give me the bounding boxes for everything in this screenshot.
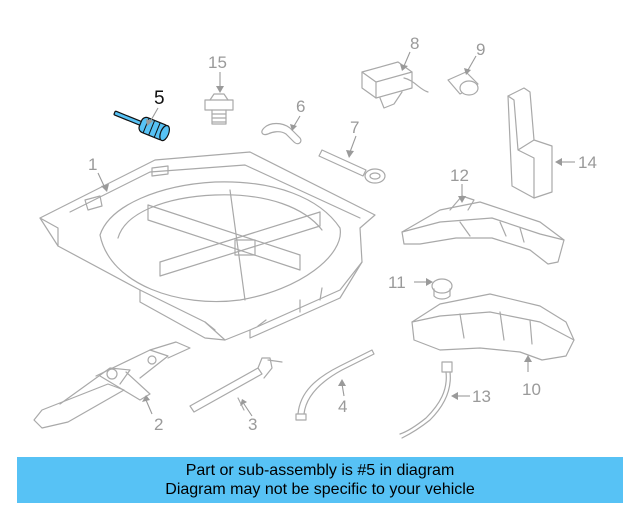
callout-2: 2 bbox=[154, 415, 163, 434]
arrow-4 bbox=[338, 379, 346, 386]
info-banner: Part or sub-assembly is #5 in diagram Di… bbox=[17, 457, 623, 503]
arrow-15 bbox=[216, 86, 224, 93]
arrow-2 bbox=[142, 395, 150, 402]
part-3-jack-handle bbox=[189, 357, 283, 413]
parts-diagram: 1 5 15 6 7 8 bbox=[33, 34, 597, 439]
leader-6 bbox=[293, 115, 301, 127]
part-15-stud bbox=[204, 93, 234, 125]
part-14-foam-block bbox=[507, 87, 553, 199]
callout-6: 6 bbox=[296, 97, 305, 116]
arrow-1 bbox=[101, 184, 109, 192]
arrow-6 bbox=[290, 124, 297, 131]
callout-3: 3 bbox=[248, 415, 257, 434]
callout-9: 9 bbox=[476, 40, 485, 59]
part-4-rod bbox=[295, 349, 375, 421]
banner-line-2: Diagram may not be specific to your vehi… bbox=[165, 481, 475, 498]
callout-15: 15 bbox=[208, 53, 227, 72]
arrow-9 bbox=[464, 68, 471, 75]
arrow-12 bbox=[458, 196, 466, 203]
callout-13: 13 bbox=[472, 387, 491, 406]
part-11-plug bbox=[431, 278, 453, 300]
leader-2 bbox=[145, 399, 153, 415]
leader-7 bbox=[349, 135, 357, 153]
leader-9 bbox=[467, 55, 477, 71]
callout-1: 1 bbox=[88, 155, 97, 174]
callout-5: 5 bbox=[154, 88, 165, 109]
leader-8 bbox=[403, 51, 411, 67]
callout-14: 14 bbox=[578, 153, 597, 172]
callout-7: 7 bbox=[350, 118, 359, 137]
part-1-trunk-tub bbox=[39, 151, 376, 341]
leader-3 bbox=[243, 403, 253, 417]
part-9-cap bbox=[447, 71, 479, 96]
arrow-13 bbox=[451, 392, 458, 400]
callout-4: 4 bbox=[338, 397, 347, 416]
part-13-strap bbox=[399, 361, 453, 439]
part-7-tow-hook bbox=[318, 149, 386, 184]
part-2-jack bbox=[33, 341, 191, 429]
arrow-14 bbox=[555, 158, 562, 166]
part-10-foam-tray bbox=[411, 293, 575, 361]
callout-11: 11 bbox=[388, 273, 406, 292]
callout-12: 12 bbox=[450, 166, 469, 185]
callout-10: 10 bbox=[522, 380, 541, 399]
part-8-compressor bbox=[361, 61, 429, 109]
part-12-tool-tray bbox=[401, 195, 565, 265]
part-5-screwdriver bbox=[113, 110, 170, 142]
leader-5 bbox=[149, 107, 159, 123]
arrow-3 bbox=[240, 399, 247, 406]
arrow-10 bbox=[524, 355, 532, 362]
banner-line-1: Part or sub-assembly is #5 in diagram bbox=[185, 462, 455, 479]
callout-8: 8 bbox=[410, 34, 419, 53]
arrow-8 bbox=[400, 64, 408, 71]
arrow-11 bbox=[426, 278, 433, 286]
part-6-clip bbox=[261, 122, 302, 145]
arrow-7 bbox=[346, 150, 354, 158]
arrow-5 bbox=[146, 119, 153, 126]
